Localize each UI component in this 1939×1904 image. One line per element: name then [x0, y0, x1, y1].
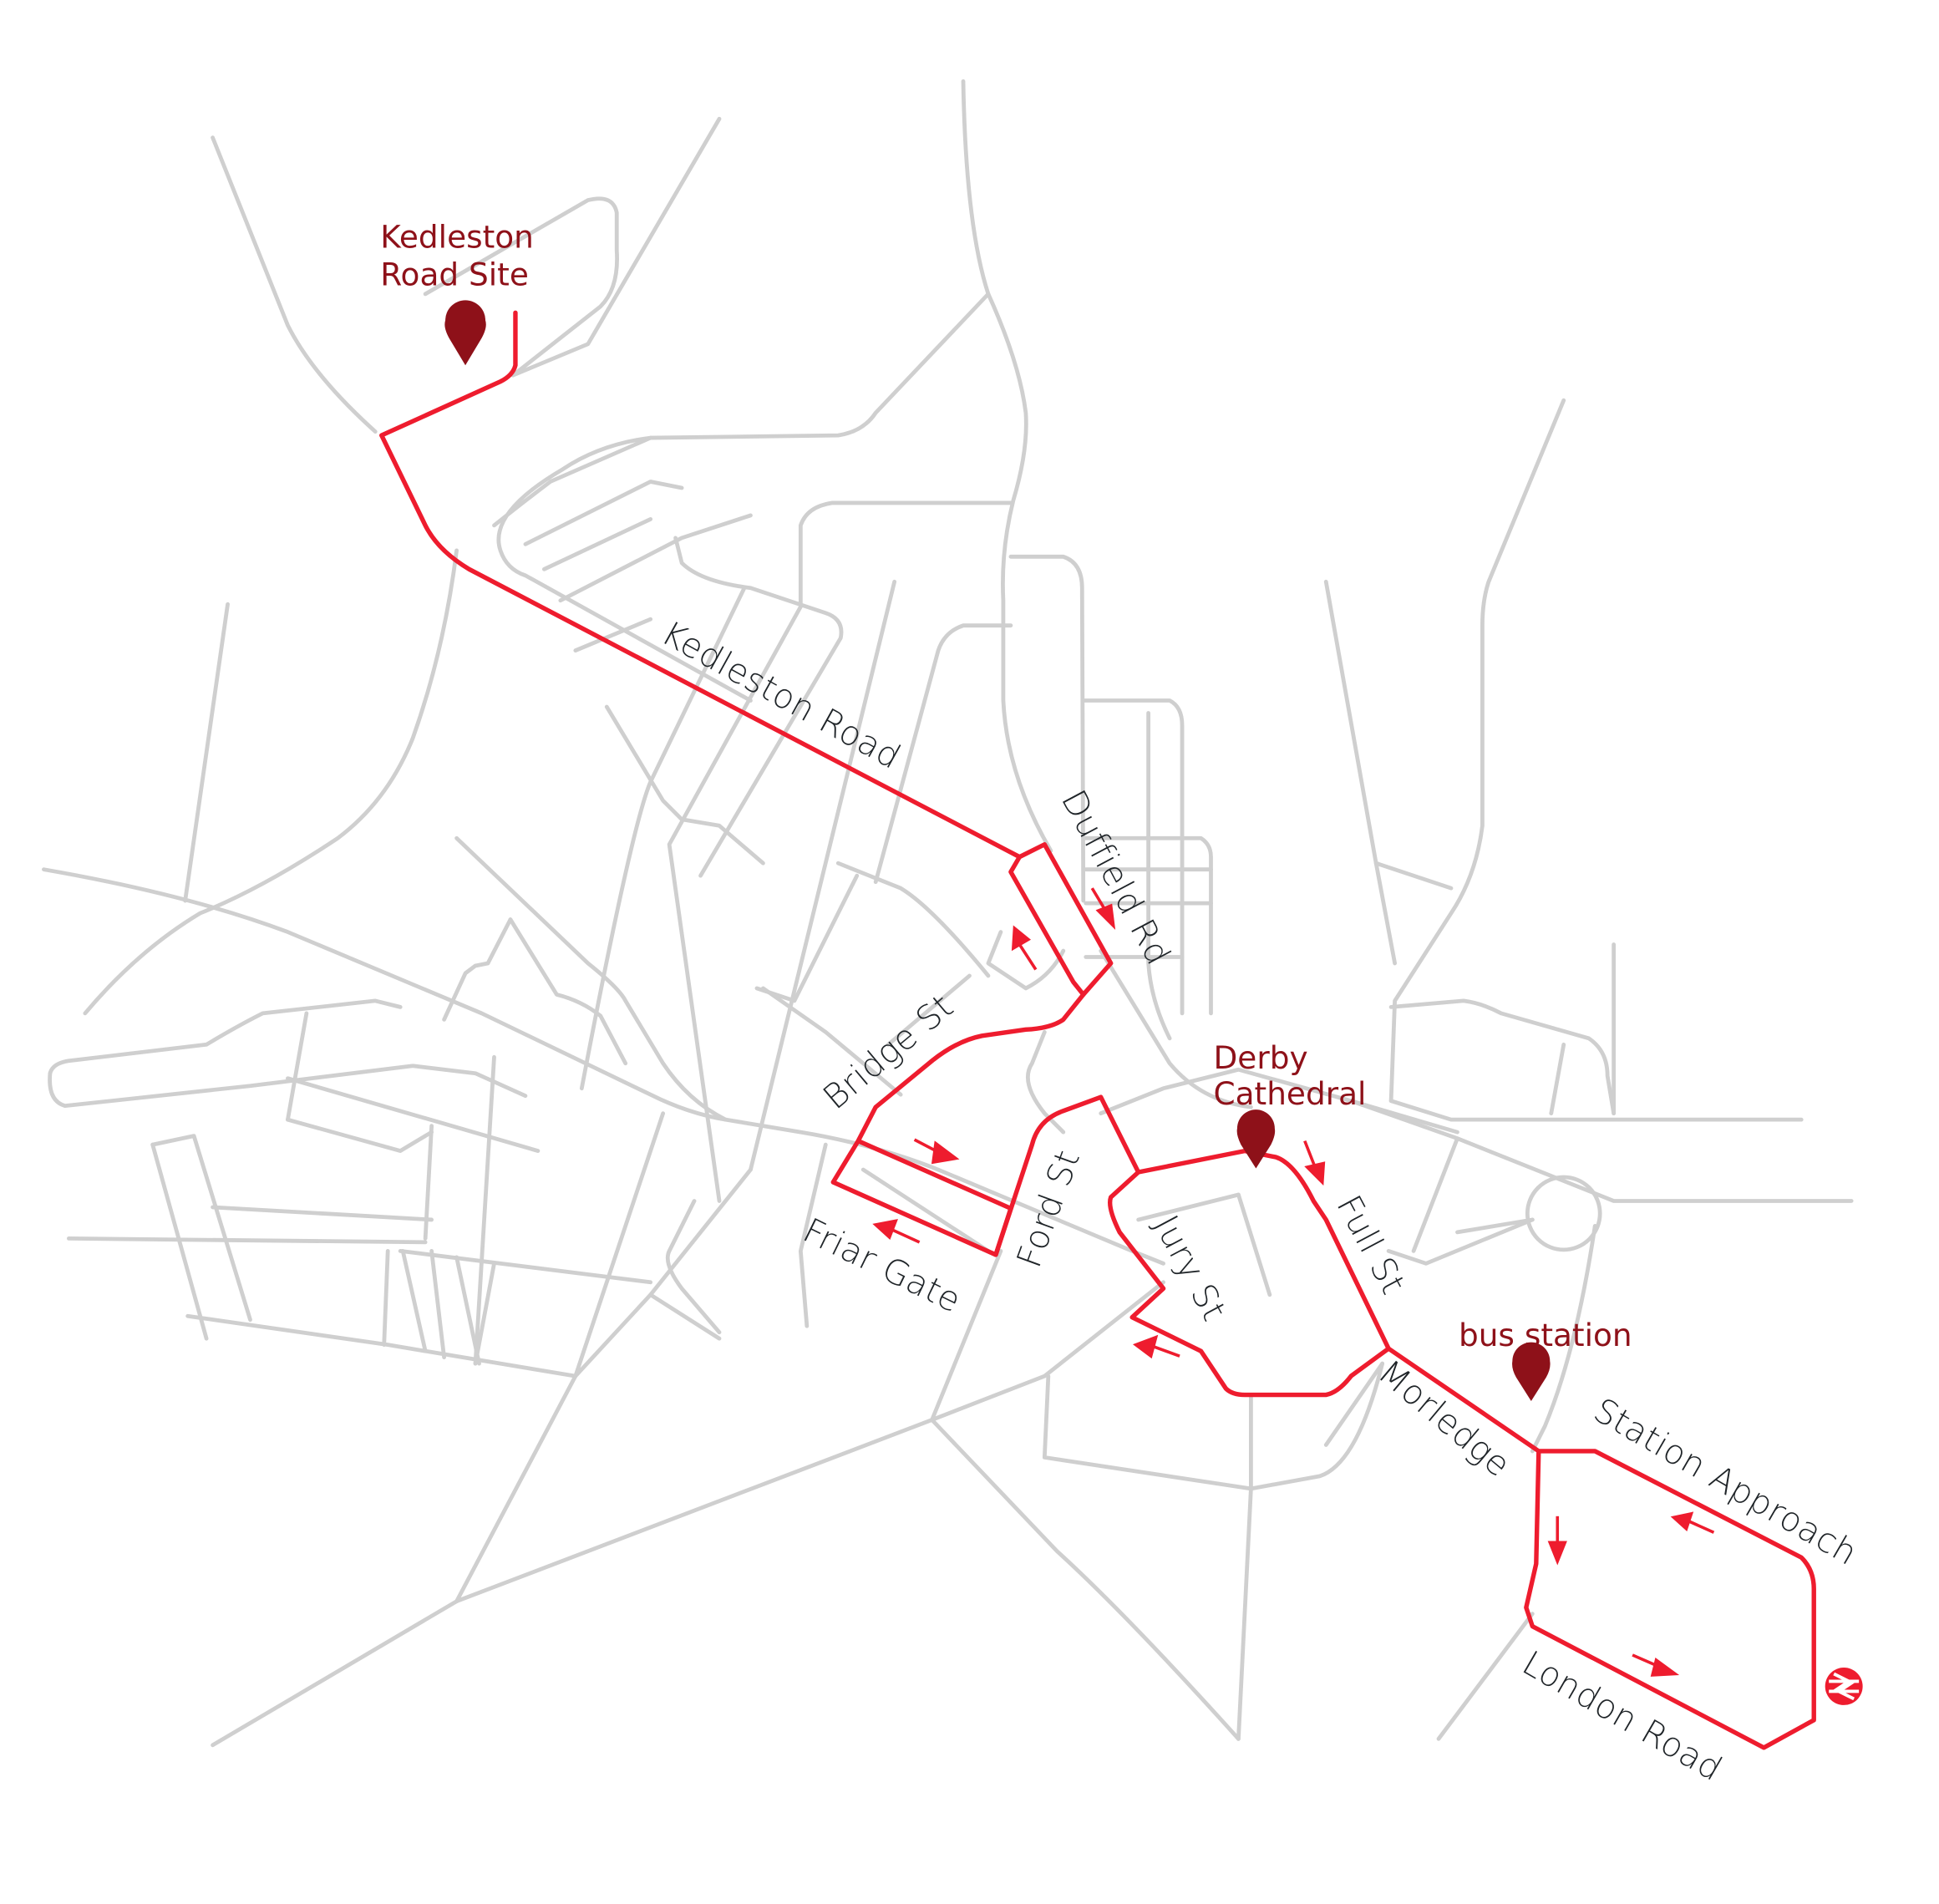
- poi-label: bus station: [1459, 1317, 1632, 1353]
- map-pin-icon: [444, 300, 486, 366]
- street-label-jury-st: Jury St: [1146, 1209, 1235, 1328]
- street-label-station-approach: Station Approach: [1587, 1390, 1865, 1573]
- rail-station[interactable]: [1825, 1667, 1863, 1705]
- poi-label: Derby: [1213, 1039, 1307, 1076]
- arrow-icon: [1670, 1511, 1715, 1534]
- arrow-icon: [872, 1219, 921, 1244]
- poi-bus-station[interactable]: bus station: [1459, 1317, 1632, 1402]
- arrow-icon: [1090, 887, 1116, 931]
- arrow-icon: [1547, 1516, 1567, 1566]
- street-label-london-road: London Road: [1515, 1643, 1728, 1789]
- street-label-morledge: Morledge: [1371, 1352, 1519, 1485]
- road-network: [42, 79, 1854, 1748]
- bus-route: [379, 310, 1816, 1750]
- poi-label: Kedleston: [380, 218, 534, 255]
- poi-kedleston-road-site[interactable]: Kedleston Road Site: [380, 218, 534, 366]
- street-label-duffield-rd: Duffield Rd: [1053, 783, 1179, 971]
- poi-label: Road Site: [380, 256, 529, 292]
- arrow-icon: [913, 1138, 960, 1165]
- arrow-icon: [1303, 1140, 1326, 1186]
- national-rail-symbol: [1829, 1672, 1860, 1701]
- arrow-icon: [1011, 925, 1038, 971]
- map-pin-icon: [1512, 1342, 1551, 1402]
- arrow-icon: [1632, 1653, 1680, 1677]
- poi-derby-cathedral[interactable]: Derby Cathedral: [1213, 1039, 1366, 1169]
- direction-arrows: [872, 887, 1715, 1677]
- arrow-icon: [1132, 1334, 1180, 1359]
- map-pin-icon: [1236, 1109, 1276, 1169]
- street-label-ford-st: Ford St: [1008, 1145, 1088, 1272]
- poi-label: Cathedral: [1213, 1075, 1366, 1112]
- street-label-full-st: Full St: [1328, 1189, 1414, 1301]
